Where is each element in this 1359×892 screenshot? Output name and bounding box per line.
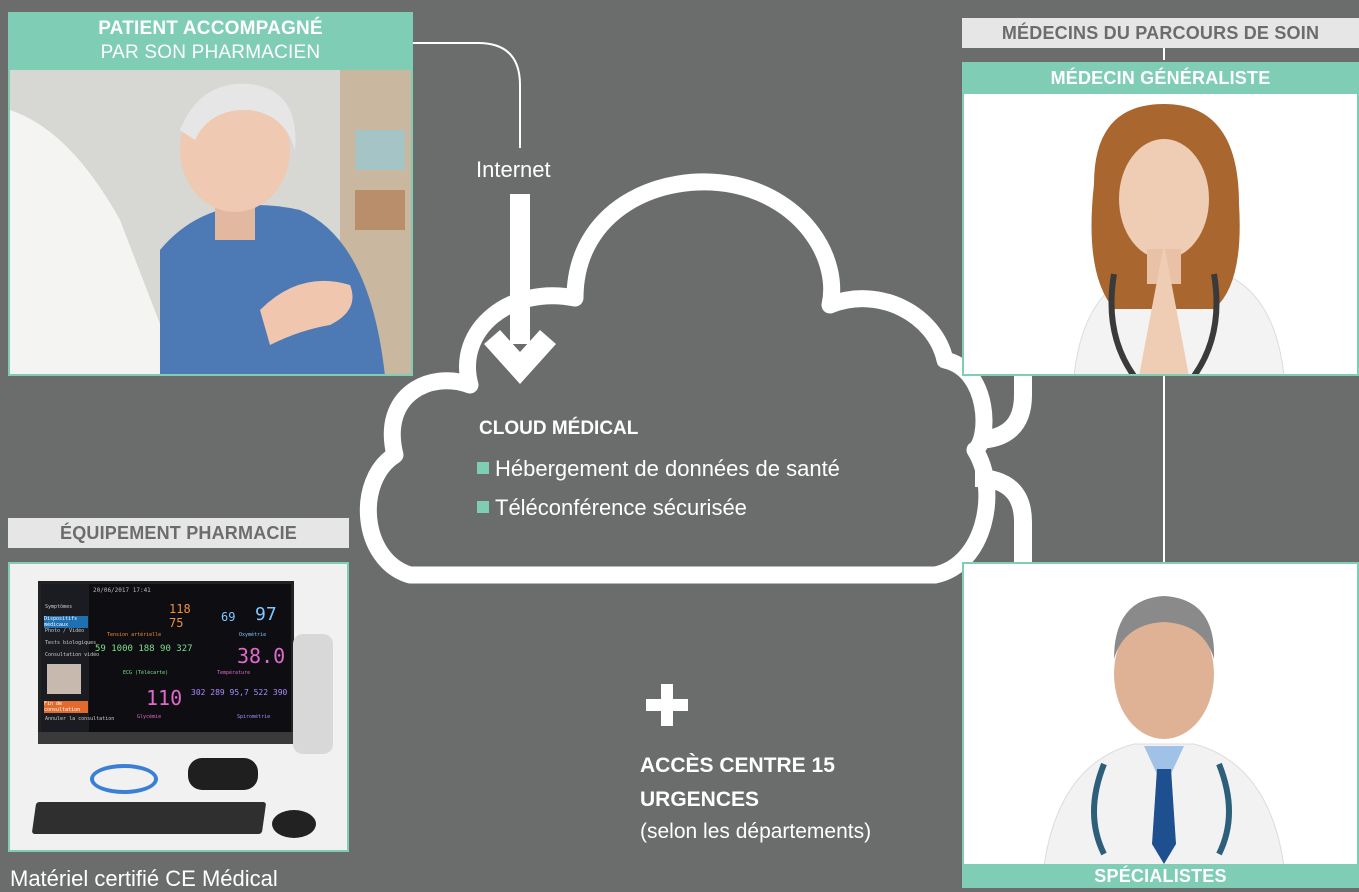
screen-menu-2: Photo / Vidéo xyxy=(45,628,85,634)
screen-menu-1: Dispositifs médicaux xyxy=(44,616,88,628)
patient-header: PATIENT ACCOMPAGNÉ PAR SON PHARMACIEN xyxy=(8,12,413,70)
keyboard xyxy=(31,802,267,834)
mouse xyxy=(272,810,316,838)
patient-subtitle: PAR SON PHARMACIEN xyxy=(100,42,321,63)
equipment-caption: Matériel certifié CE Médical xyxy=(10,866,278,891)
monitor-screen: 20/06/2017 17:41 Symptômes Dispositifs m… xyxy=(38,581,294,735)
patient-connector-line xyxy=(412,42,521,148)
cloud-title: CLOUD MÉDICAL xyxy=(479,418,639,439)
screen-bp-label: Tension artérielle xyxy=(107,632,162,638)
screen-temperature: 38.0 xyxy=(237,644,286,668)
internet-label: Internet xyxy=(476,157,551,182)
screen-bp-high: 118 xyxy=(169,602,191,616)
screen-spiro-label: Spirométrie xyxy=(237,714,271,720)
gp-illustration xyxy=(964,94,1357,374)
bp-cuff xyxy=(188,758,258,790)
gp-photo xyxy=(962,94,1359,376)
screen-video-thumb xyxy=(47,664,81,694)
bullet-square-icon xyxy=(477,462,489,475)
specialist-illustration xyxy=(964,564,1357,864)
cloud-to-specialist-connector xyxy=(974,469,1032,635)
screen-action-secondary: Annuler la consultation xyxy=(45,716,115,722)
cloud-shape xyxy=(359,173,996,584)
screen-pulse: 69 xyxy=(221,610,236,624)
patient-illustration xyxy=(10,70,411,374)
specialist-photo xyxy=(962,562,1359,864)
gp-header: MÉDECIN GÉNÉRALISTE xyxy=(962,62,1359,94)
emergency-line-1: ACCÈS CENTRE 15 xyxy=(640,754,835,777)
equipment-photo: 20/06/2017 17:41 Symptômes Dispositifs m… xyxy=(8,562,349,852)
screen-menu-3: Tests biologiques xyxy=(45,640,97,646)
screen-glucose: 110 xyxy=(146,686,183,710)
screen-temperature-label: Température xyxy=(217,670,251,676)
cloud-item-hosting-label: Hébergement de données de santé xyxy=(495,456,840,481)
screen-bp-low: 75 xyxy=(169,616,184,630)
screen-ecg-values: 59 1000 188 90 327 xyxy=(95,644,193,654)
screen-menu-4: Consultation vidéo xyxy=(45,652,100,658)
emergency-line-2: URGENCES xyxy=(640,788,760,811)
plus-sign xyxy=(646,684,688,726)
screen-date: 20/06/2017 17:41 xyxy=(93,587,151,594)
internet-arrow xyxy=(484,194,556,384)
emergency-note: (selon les départements) xyxy=(640,820,872,843)
screen-oximetry-label: Oxymétrie xyxy=(239,632,267,638)
monitor-bezel xyxy=(38,732,294,744)
equipment-header: ÉQUIPEMENT PHARMACIE xyxy=(8,518,349,548)
cloud-item-teleconference: Téléconférence sécurisée xyxy=(477,495,747,521)
bullet-square-icon xyxy=(477,501,489,514)
patient-title: PATIENT ACCOMPAGNÉ xyxy=(98,18,323,39)
screen-spiro-values: 302 289 95,7 522 390 xyxy=(191,688,288,697)
cloud-to-gp-connector xyxy=(974,300,1032,449)
doctors-section-header: MÉDECINS DU PARCOURS DE SOIN xyxy=(962,18,1359,48)
screen-menu-0: Symptômes xyxy=(45,604,73,610)
cloud-item-teleconference-label: Téléconférence sécurisée xyxy=(495,495,747,520)
specialists-header: SPÉCIALISTES xyxy=(962,864,1359,888)
monitor-arm xyxy=(293,634,333,754)
cloud-item-hosting: Hébergement de données de santé xyxy=(477,456,840,482)
screen-ecg-label: ECG (Télécarte) xyxy=(123,670,169,676)
patient-photo xyxy=(8,70,413,376)
screen-glucose-label: Glycémie xyxy=(137,714,162,720)
screen-action-primary: Fin de consultation xyxy=(44,701,88,713)
screen-spo2: 97 xyxy=(255,604,277,625)
blue-cable xyxy=(90,764,158,794)
